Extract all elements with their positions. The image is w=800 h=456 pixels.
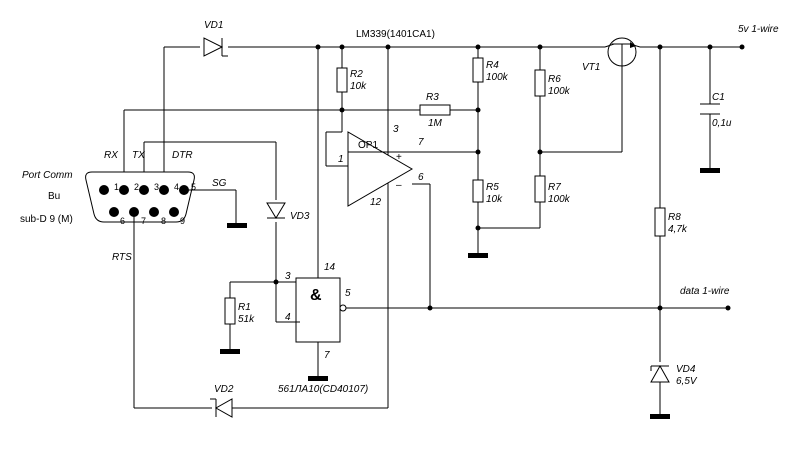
r1-label: R1 — [238, 302, 251, 313]
ground-symbols — [220, 168, 720, 419]
labels: VD1 LM339(1401CA1) 5v 1-wire VT1 R2 10k … — [20, 20, 779, 395]
db9-pin-7: 7 — [141, 216, 146, 226]
resistor-r3 — [419, 104, 451, 116]
r4-value: 100k — [486, 72, 509, 83]
r7-value: 100k — [548, 194, 571, 205]
op-pin7-label: 7 — [418, 137, 424, 148]
resistor-r5 — [472, 179, 484, 203]
resistor-r7 — [534, 175, 546, 203]
tx-label: TX — [132, 150, 145, 161]
r6-label: R6 — [548, 74, 561, 85]
op1-label: OP1 — [358, 140, 378, 151]
gate-pin5-label: 5 — [345, 288, 351, 299]
rx-label: RX — [104, 150, 118, 161]
op-pin12-label: 12 — [370, 197, 382, 208]
resistor-r6 — [534, 69, 546, 97]
c1-value: 0,1u — [712, 118, 732, 129]
gate-output-bubble — [339, 304, 347, 312]
c1-label: C1 — [712, 92, 725, 103]
db9-pin-4: 4 — [174, 182, 179, 192]
vt1-label: VT1 — [582, 62, 600, 73]
r6-value: 100k — [548, 86, 571, 97]
db9-pin-8: 8 — [161, 216, 166, 226]
op-amp-op1 — [347, 131, 413, 207]
r2-value: 10k — [350, 81, 367, 92]
gate-pin14-label: 14 — [324, 262, 336, 273]
zener-vd4 — [650, 364, 670, 383]
diode-vd3 — [266, 202, 286, 219]
gate-pin7-label: 7 — [324, 350, 330, 361]
vd4-value: 6,5V — [676, 376, 698, 387]
r4-label: R4 — [486, 60, 499, 71]
r1-value: 51k — [238, 314, 255, 325]
and-symbol: & — [310, 287, 322, 304]
bu-label: Bu — [48, 191, 60, 202]
r5-label: R5 — [486, 182, 499, 193]
sg-label: SG — [212, 178, 227, 189]
resistor-r2 — [336, 67, 348, 93]
db9-pin-6: 6 — [120, 216, 125, 226]
resistor-r8 — [654, 207, 666, 237]
diode-vd2 — [210, 398, 233, 418]
subd-label: sub-D 9 (M) — [20, 214, 73, 225]
resistor-r4 — [472, 57, 484, 83]
gate-name-label: 561ЛА10(CD40107) — [278, 384, 368, 395]
r3-label: R3 — [426, 92, 439, 103]
vd2-label: VD2 — [214, 384, 234, 395]
gate-pin4-label: 4 — [285, 312, 291, 323]
r5-value: 10k — [486, 194, 503, 205]
r8-label: R8 — [668, 212, 681, 223]
op-pin3-label: 3 — [393, 124, 399, 135]
vd1-label: VD1 — [204, 20, 223, 31]
op-pin6-label: 6 — [418, 172, 424, 183]
db9-pin-1: 1 — [114, 182, 119, 192]
capacitor-c1 — [700, 103, 720, 115]
diode-vd1 — [203, 37, 228, 57]
op-minus-label: – — [396, 180, 402, 191]
lm339-label: LM339(1401CA1) — [356, 29, 435, 40]
r2-label: R2 — [350, 69, 363, 80]
vd3-label: VD3 — [290, 211, 310, 222]
dtr-label: DTR — [172, 150, 193, 161]
db9-pin-2: 2 — [134, 182, 139, 192]
db9-pin-5: 5 — [191, 182, 196, 192]
junction-dots — [273, 44, 745, 311]
rts-label: RTS — [112, 252, 132, 263]
db9-pin-9: 9 — [180, 216, 185, 226]
op-pin1-label: 1 — [338, 154, 344, 165]
db9-connector — [85, 171, 195, 223]
resistor-r1 — [224, 297, 236, 325]
r8-value: 4,7k — [668, 224, 688, 235]
and-gate — [295, 277, 341, 343]
gate-pin3-label: 3 — [285, 271, 291, 282]
wires — [123, 46, 742, 416]
five-v-label: 5v 1-wire — [738, 24, 779, 35]
transistor-vt1 — [604, 37, 641, 72]
vd4-label: VD4 — [676, 364, 696, 375]
r3-value: 1M — [428, 118, 443, 129]
op-plus-label: + — [396, 152, 402, 163]
r7-label: R7 — [548, 182, 561, 193]
data-label: data 1-wire — [680, 286, 730, 297]
db9-pin-3: 3 — [154, 182, 159, 192]
port-comm-label: Port Comm — [22, 170, 73, 181]
